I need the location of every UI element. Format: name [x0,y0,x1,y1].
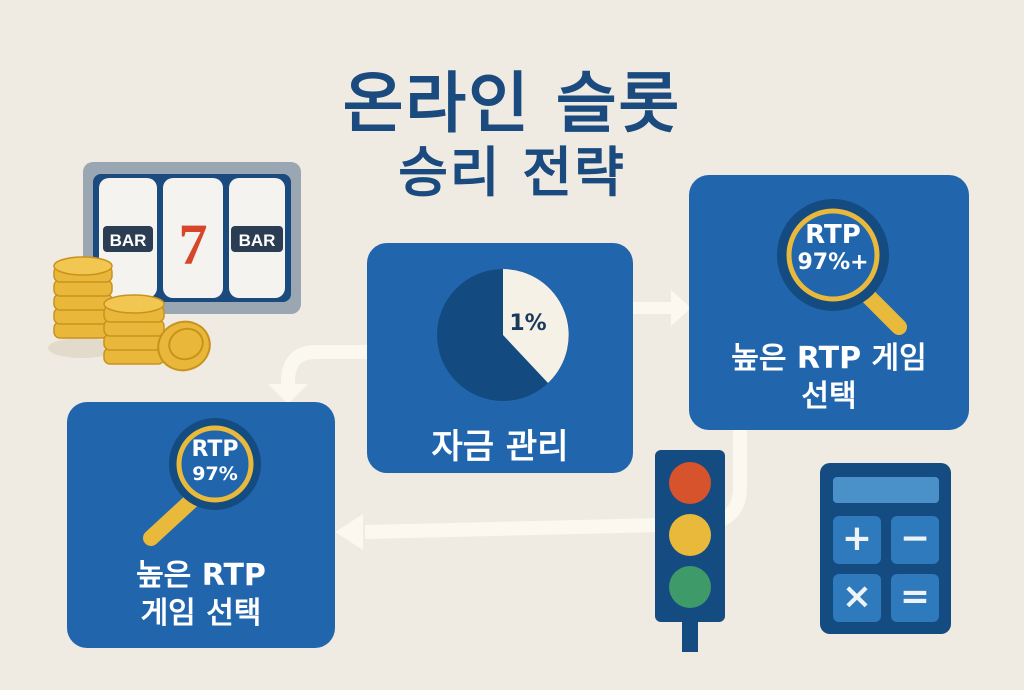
minus-key: − [891,516,939,564]
fund-management-card[interactable]: 1% 자금 관리 [367,243,633,473]
yellow-light [669,514,711,556]
title-line-2: 승리 전략 [398,141,626,204]
arrow-fund-to-rtp-right [633,288,691,332]
fund-management-label: 자금 관리 [431,427,569,467]
title-line-1: 온라인 슬롯 [342,65,682,142]
magnifier-icon: RTP 97%+ [771,195,911,335]
red-light [669,462,711,504]
arrow-fund-to-rtp-left [258,338,370,410]
svg-text:1%: 1% [509,311,546,336]
green-light [669,566,711,608]
high-rtp-card-left[interactable]: RTP 97% 높은 RTP 게임 선택 [67,402,335,648]
plus-key: + [833,516,881,564]
magnifier-icon: RTP 97% [135,414,275,554]
slot-machine-icon: BAR 7 BAR [83,162,301,314]
traffic-light-icon [655,450,725,652]
high-rtp-label-left: 높은 RTP 게임 선택 [136,558,266,631]
svg-text:BAR: BAR [239,231,276,250]
pie-chart-icon: 1% [436,268,570,406]
equals-key: = [891,574,939,622]
multiply-key: × [833,574,881,622]
svg-text:BAR: BAR [110,231,147,250]
high-rtp-label-right: 높은 RTP 게임 선택 [731,341,927,414]
high-rtp-card-right[interactable]: RTP 97%+ 높은 RTP 게임 선택 [689,175,969,430]
calculator-icon: + − × = [820,463,951,634]
coins-icon [48,252,218,386]
svg-text:7: 7 [179,212,208,277]
calculator-screen [833,477,939,503]
rtp-value-text: RTP 97%+ [797,220,869,275]
traffic-light-pole [682,620,698,652]
